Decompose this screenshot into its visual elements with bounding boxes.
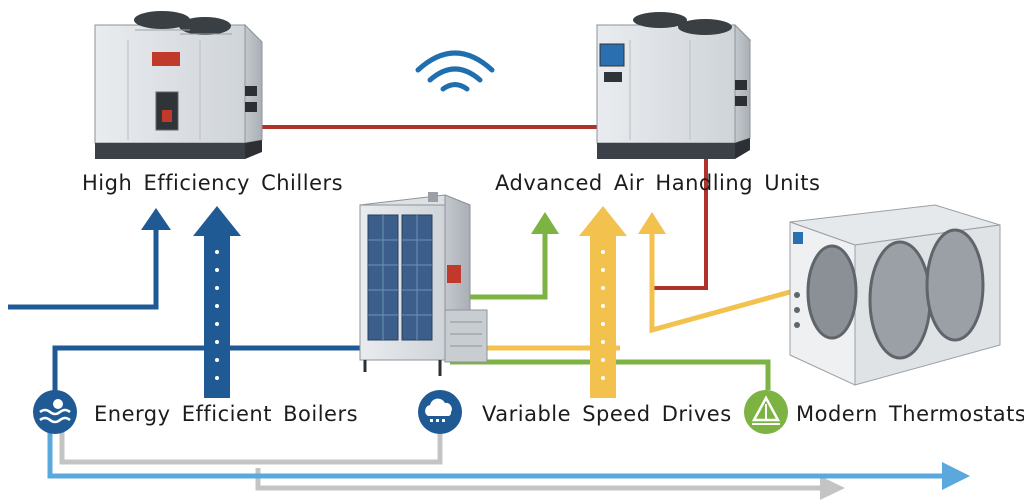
green-arrow-air-handling xyxy=(470,212,559,300)
yellow-arrow-air-handling-right xyxy=(638,212,791,334)
condenser-unit-image xyxy=(789,204,1001,386)
cloud-icon xyxy=(418,390,462,434)
water-wave-icon xyxy=(33,390,77,434)
variable-speed-drive-image xyxy=(359,192,488,376)
green-line-thermostat xyxy=(450,359,771,390)
red-connection-line xyxy=(248,125,708,290)
wifi-signal-icon xyxy=(415,50,495,92)
blue-arrow-chillers-left xyxy=(8,208,171,310)
air-handling-unit-image xyxy=(595,12,752,159)
thermostats-label: Modern Thermostats xyxy=(796,402,1024,426)
vsd-label: Variable Speed Drives xyxy=(482,402,732,426)
chiller-unit-image xyxy=(94,11,263,159)
leaf-icon xyxy=(744,390,788,434)
chillers-label: High Efficiency Chillers xyxy=(82,171,344,195)
blue-line-boiler xyxy=(52,345,362,392)
boilers-label: Energy Efficient Boilers xyxy=(94,402,359,426)
gray-flow-arrow xyxy=(59,432,845,500)
thick-blue-arrow-chillers xyxy=(193,206,241,398)
thick-yellow-arrow-air-handling xyxy=(579,206,627,398)
air-handling-label: Advanced Air Handling Units xyxy=(495,171,821,195)
light-blue-flow-arrow xyxy=(47,432,970,490)
